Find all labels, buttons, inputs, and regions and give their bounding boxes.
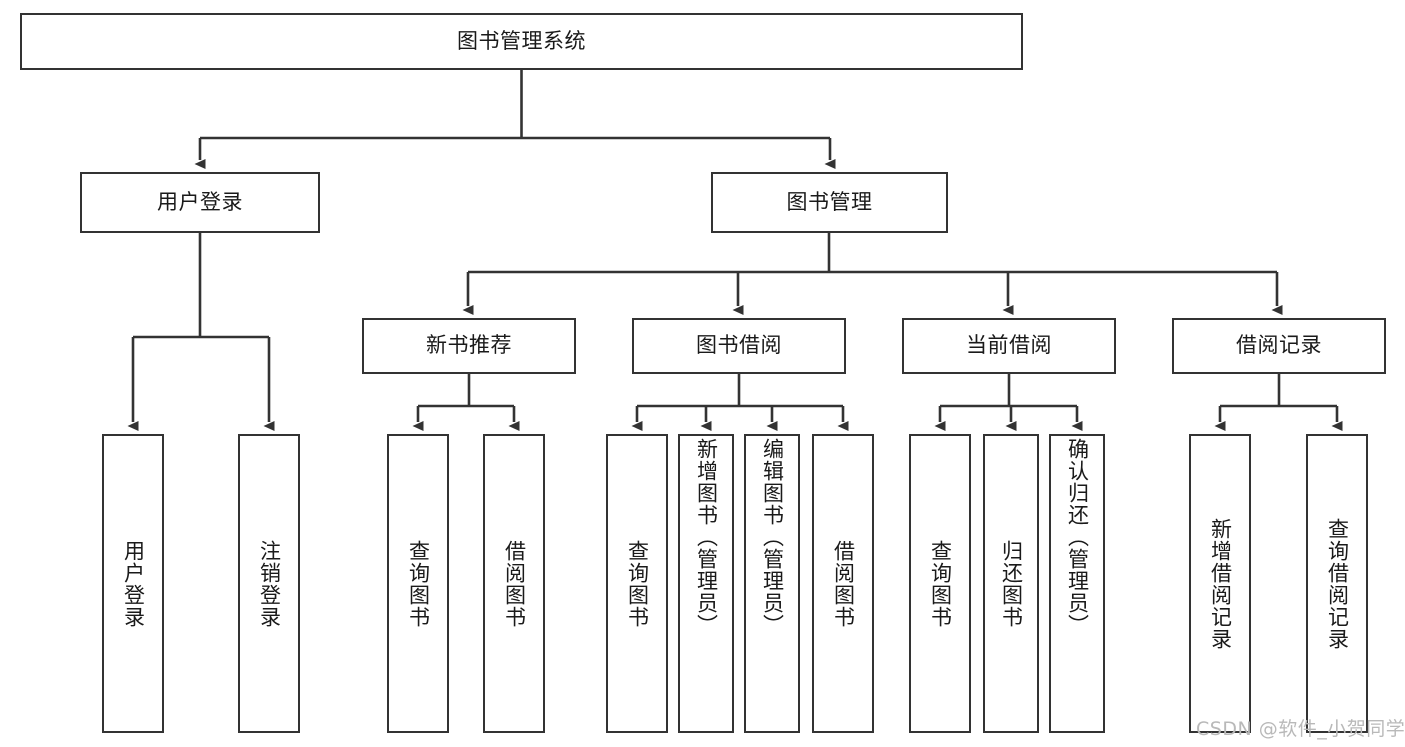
node-book-borrow[interactable]: 图书借阅	[632, 318, 846, 374]
leaf-edit-book-admin[interactable]: 编辑图书（管理员）	[744, 434, 800, 733]
node-new-book-recommend-label: 新书推荐	[426, 333, 512, 358]
leaf-logout-label: 注销登录	[257, 539, 282, 628]
node-root[interactable]: 图书管理系统	[20, 13, 1023, 70]
leaf-borrow-book-2-label: 借阅图书	[831, 539, 856, 628]
leaf-add-book-admin[interactable]: 新增图书（管理员）	[678, 434, 734, 733]
node-current-borrow-label: 当前借阅	[966, 333, 1052, 358]
leaf-query-borrow-record[interactable]: 查询借阅记录	[1306, 434, 1368, 733]
node-user-login-label: 用户登录	[157, 189, 243, 214]
node-book-manage-label: 图书管理	[786, 189, 873, 214]
leaf-query-borrow-record-label: 查询借阅记录	[1325, 517, 1350, 650]
node-root-label: 图书管理系统	[457, 28, 586, 53]
leaf-user-login-label: 用户登录	[121, 539, 146, 628]
leaf-confirm-return-admin[interactable]: 确认归还（管理员）	[1049, 434, 1105, 733]
leaf-borrow-book-1[interactable]: 借阅图书	[483, 434, 545, 733]
leaf-query-book-1-label: 查询图书	[406, 539, 431, 628]
node-current-borrow[interactable]: 当前借阅	[902, 318, 1116, 374]
leaf-edit-book-admin-label: 编辑图书（管理员）	[760, 438, 785, 636]
leaf-query-book-2-label: 查询图书	[625, 539, 650, 628]
leaf-query-book-2[interactable]: 查询图书	[606, 434, 668, 733]
leaf-borrow-book-2[interactable]: 借阅图书	[812, 434, 874, 733]
leaf-return-book[interactable]: 归还图书	[983, 434, 1039, 733]
leaf-query-book-3[interactable]: 查询图书	[909, 434, 971, 733]
leaf-confirm-return-admin-label: 确认归还（管理员）	[1065, 438, 1090, 636]
leaf-return-book-label: 归还图书	[999, 539, 1024, 628]
node-book-manage[interactable]: 图书管理	[711, 172, 948, 233]
leaf-logout[interactable]: 注销登录	[238, 434, 300, 733]
leaf-borrow-book-1-label: 借阅图书	[502, 539, 527, 628]
node-borrow-record-label: 借阅记录	[1236, 333, 1322, 358]
node-book-borrow-label: 图书借阅	[696, 333, 782, 358]
leaf-add-borrow-record-label: 新增借阅记录	[1208, 517, 1233, 650]
leaf-query-book-3-label: 查询图书	[928, 539, 953, 628]
leaf-add-borrow-record[interactable]: 新增借阅记录	[1189, 434, 1251, 733]
leaf-query-book-1[interactable]: 查询图书	[387, 434, 449, 733]
node-user-login[interactable]: 用户登录	[80, 172, 320, 233]
watermark: CSDN @软件_小贺同学	[1196, 718, 1405, 740]
leaf-add-book-admin-label: 新增图书（管理员）	[694, 438, 719, 636]
leaf-user-login[interactable]: 用户登录	[102, 434, 164, 733]
node-borrow-record[interactable]: 借阅记录	[1172, 318, 1386, 374]
node-new-book-recommend[interactable]: 新书推荐	[362, 318, 576, 374]
